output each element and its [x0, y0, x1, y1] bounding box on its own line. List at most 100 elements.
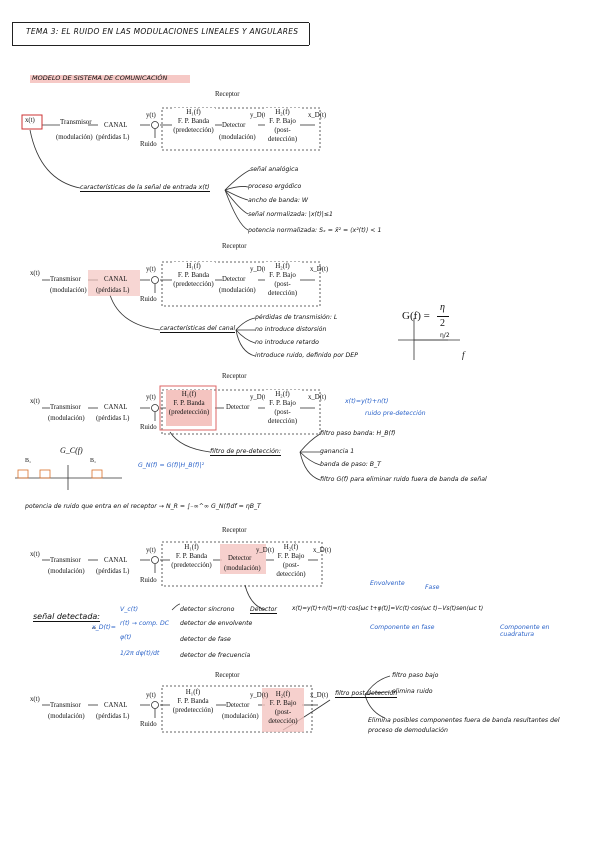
notes4-envolvente: Envolvente: [370, 580, 405, 587]
canal-label: CANAL: [104, 122, 128, 129]
notes3-b2: B₁: [90, 458, 97, 464]
out-3: x_D(t): [308, 394, 327, 401]
h2-c-3: detección): [267, 417, 298, 425]
section-heading: MODELO DE SISTEMA DE COMUNICACIÓN: [32, 74, 168, 82]
receptor-label-5: Receptor: [215, 672, 240, 679]
h2-2: H₂(f): [275, 262, 290, 270]
input-x-5: x(t): [30, 696, 40, 703]
h2-b: (post-: [274, 126, 291, 134]
input-x-3: x(t): [30, 398, 40, 405]
receptor-label-4: Receptor: [222, 527, 247, 534]
notes3-x-eq: x(t)=y(t)+n(t): [345, 398, 389, 405]
detector-sub: (modulación): [219, 134, 256, 141]
notes1-item-1: proceso ergódico: [248, 183, 302, 190]
h1-b-2: (predetección): [173, 280, 214, 288]
notes4-opt-3: 1/2π dφ(t)/dt: [120, 650, 160, 657]
detector-2: Detector: [222, 276, 246, 283]
notes3-item-1: ganancia 1: [320, 448, 355, 455]
h2-c: detección): [267, 135, 298, 143]
axis-f: f: [462, 350, 465, 360]
h2-block-4: H₂(f) F. P. Bajo (post- detección): [274, 543, 308, 585]
h2-a-3: F. P. Bajo: [269, 399, 296, 407]
notes3-b1: B₁: [25, 458, 32, 464]
detector-5: Detector: [226, 702, 250, 709]
notes3-main: filtro de pre-detección:: [210, 448, 281, 456]
notes4-opt-0: V_c(t): [120, 606, 138, 613]
h1-a-4: F. P. Banda: [175, 552, 208, 560]
notes5-main: filtro post-detección: [335, 690, 398, 698]
notes5-item-2: Elimina posibles componentes fuera de ba…: [368, 717, 560, 734]
h2-c-4: detección): [276, 570, 306, 578]
notes3-item-0: filtro paso banda: H_B(f): [320, 430, 396, 437]
notes4-comp-cuad: Componente en cuadratura: [500, 624, 550, 638]
h1-label: H₁(f): [186, 108, 201, 116]
notes2-main: características del canal: [160, 325, 236, 333]
notes3-gc: G_C(f): [60, 446, 83, 455]
h1-block-3: H₁(f) F. P. Banda (predetección): [166, 390, 212, 426]
notes3-item-3: filtro G(f) para eliminar ruido fuera de…: [320, 476, 487, 483]
h2-a-5: F. P. Bajo: [269, 699, 297, 707]
yd-label: y_D(t): [250, 112, 269, 119]
title-box: [12, 22, 310, 46]
receptor-label-2: Receptor: [222, 243, 247, 250]
transmisor-sub: (modulación): [56, 134, 93, 141]
canal-sub: (pérdidas L): [96, 134, 130, 141]
y-4: y(t): [146, 547, 156, 554]
canal-5: CANAL: [104, 702, 128, 709]
transmisor-5: Transmisor: [50, 702, 81, 709]
notes2-item-3: introduce ruido, definido por DEP: [255, 352, 358, 359]
h1-b-5: (predetección): [172, 706, 214, 714]
input-x: x(t): [25, 117, 35, 124]
canal-sub-4: (pérdidas L): [96, 568, 130, 575]
notes4-detector: Detector: [250, 606, 277, 614]
h2-c-2: detección): [267, 289, 298, 297]
receptor-label-3: Receptor: [222, 373, 247, 380]
transmisor-sub-3: (modulación): [48, 415, 85, 422]
yd-4: y_D(t): [256, 547, 275, 554]
detector-sub-2: (modulación): [219, 287, 256, 294]
notes4-xd: x_D(t)=: [92, 624, 116, 631]
g-formula-den: 2: [440, 318, 445, 329]
h2-4: H₂(f): [283, 543, 299, 551]
h1-block-2: H₁(f) F. P. Banda (predetección): [172, 262, 215, 298]
h1-b: (predetección): [173, 126, 214, 134]
h2-3: H₂(f): [275, 390, 290, 398]
h1-a-5: F. P. Banda: [177, 697, 209, 705]
h2-a-2: F. P. Bajo: [269, 271, 296, 279]
h1-b-4: (predetección): [171, 561, 212, 569]
notes4-opt-1: r(t) → comp. DC: [120, 620, 170, 627]
notes2-item-2: no introduce retardo: [255, 339, 319, 346]
h1-3: H₁(f): [181, 390, 197, 398]
notes4-type-3: detector de frecuencia: [180, 652, 251, 659]
yd-2: y_D(t): [250, 266, 269, 273]
g-formula-num: η: [440, 302, 445, 313]
notes4-type-0: detector síncrono: [180, 606, 235, 613]
h2-a: F. P. Bajo: [269, 117, 296, 125]
ruido-label: Ruido: [140, 141, 157, 148]
canal-2: CANAL: [104, 276, 128, 283]
h1-a-3: F. P. Banda: [173, 399, 205, 407]
detector-sub-5: (modulación): [222, 713, 259, 720]
ruido-5: Ruido: [140, 721, 157, 728]
notes2-item-0: pérdidas de transmisión: L: [255, 314, 338, 321]
h1-block-4: H₁(f) F. P. Banda (predetección): [170, 543, 213, 579]
notes1-main: características de la señal de entrada x…: [80, 184, 210, 192]
canal-sub-3: (pérdidas L): [96, 415, 130, 422]
h2-block-2: H₂(f) F. P. Bajo (post- detección): [265, 262, 300, 304]
canal-3: CANAL: [104, 404, 128, 411]
out-5: x_D(t): [310, 692, 329, 699]
transmisor-2: Transmisor: [50, 276, 81, 283]
notes3-item-2: banda de paso: B_T: [320, 461, 381, 468]
h2-block: H₂(f) F. P. Bajo (post- detección): [265, 108, 300, 148]
axis-eta: η/2: [440, 332, 450, 339]
canal-4: CANAL: [104, 557, 128, 564]
receptor-label: Receptor: [215, 91, 240, 98]
section-highlight: [30, 75, 190, 83]
transmisor-sub-4: (modulación): [48, 568, 85, 575]
h2-c-5: detección): [268, 717, 298, 725]
h1-5: H₁(f): [185, 688, 201, 696]
ruido-4: Ruido: [140, 577, 157, 584]
notes4-type-1: detector de envolvente: [180, 620, 253, 627]
transmisor-label: Transmisor: [60, 118, 92, 126]
